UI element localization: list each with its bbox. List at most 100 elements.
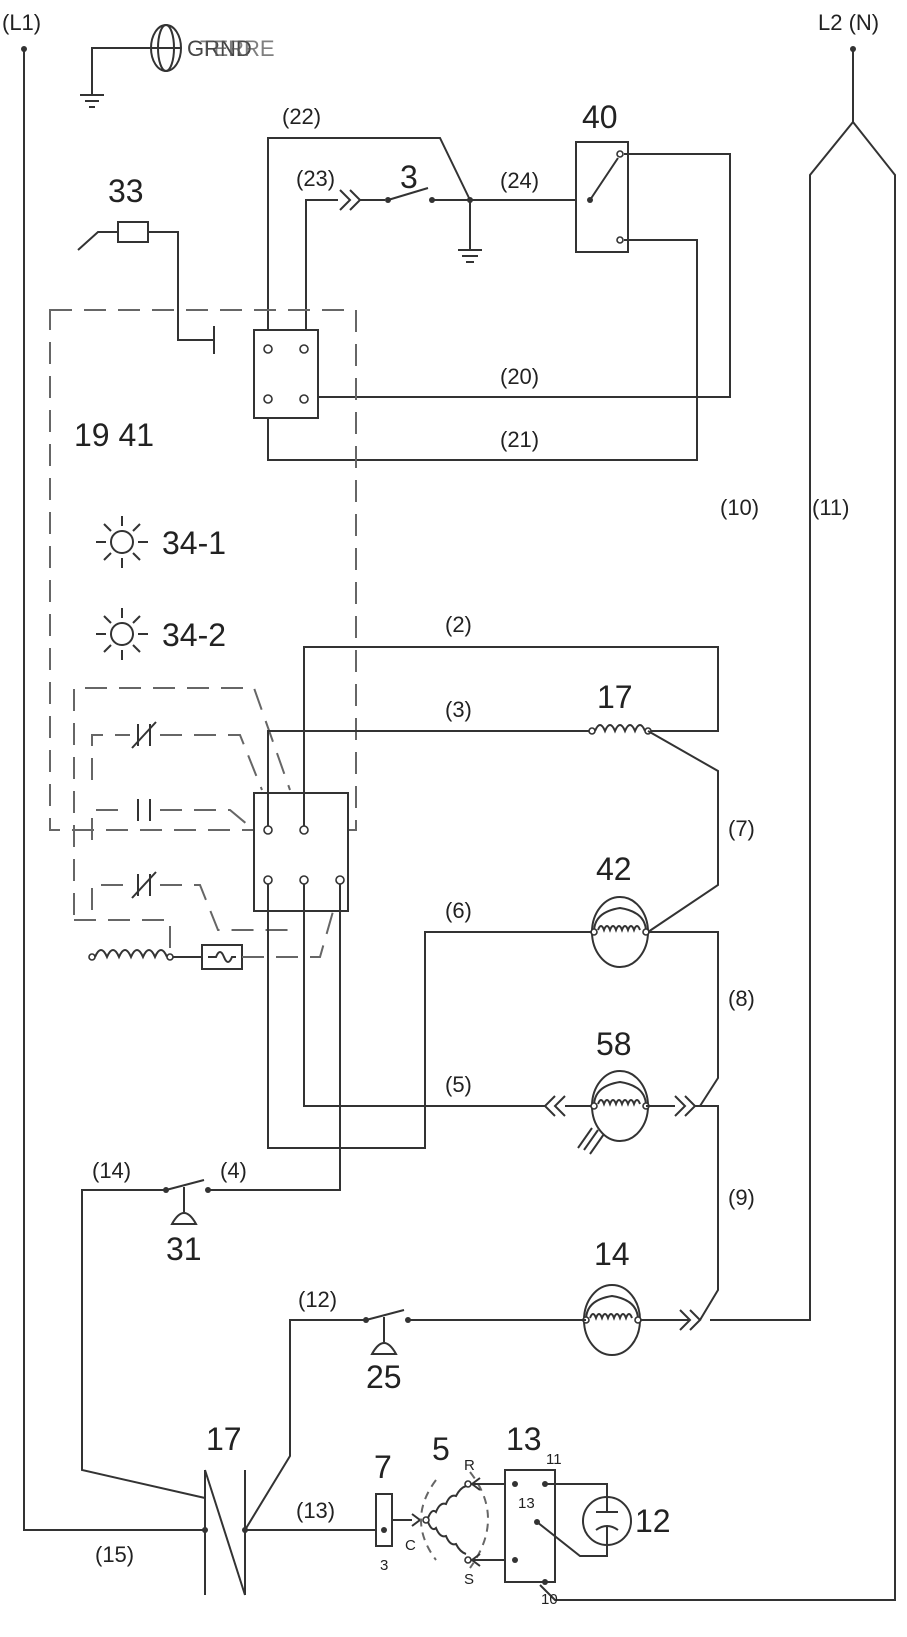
relay-40-contact <box>589 157 619 201</box>
wire-label-15: (15) <box>95 1542 134 1567</box>
coil-17-top <box>588 724 652 735</box>
connector-23 <box>339 189 362 211</box>
motor-5-s-label: S <box>464 1571 474 1588</box>
module-19-41-border <box>49 309 357 831</box>
module-label: 19 41 <box>74 417 154 453</box>
lamp-34-2-label: 34-2 <box>162 617 226 653</box>
wire-l1 <box>23 49 205 1531</box>
wire-label-24: (24) <box>500 168 539 193</box>
capacitor-12-label: 12 <box>635 1503 671 1539</box>
wire-label-2: (2) <box>445 612 472 637</box>
wire-label-11: (11) <box>812 495 850 520</box>
wire-8 <box>648 931 719 1107</box>
wire-5 <box>303 884 545 1107</box>
relay-contact-no <box>91 799 255 840</box>
ground-symbol-2 <box>458 200 482 263</box>
relay-coil <box>88 949 202 961</box>
connector-14 <box>679 1309 702 1331</box>
lamp-34-1-label: 34-1 <box>162 525 226 561</box>
mcb-t3 <box>263 875 273 885</box>
wire-label-6: (6) <box>445 898 472 923</box>
lamp-34-2-icon <box>96 608 148 660</box>
wire-label-9: (9) <box>728 1185 755 1210</box>
wire-label-7: (7) <box>728 816 755 841</box>
heater-element <box>201 944 243 970</box>
relay-13-t10 <box>542 1579 548 1585</box>
switch-25 <box>363 1309 411 1355</box>
part-7-term <box>381 1527 387 1533</box>
wire-23 <box>305 199 338 345</box>
mcb-t2 <box>299 825 309 835</box>
wire-cap-top <box>545 1483 608 1498</box>
wire-10 <box>710 121 854 1321</box>
wire-label-12: (12) <box>298 1287 337 1312</box>
connector-s <box>470 1553 505 1567</box>
relay-linkage-dashed <box>73 687 291 915</box>
relay-13-t11-label: 11 <box>546 1451 562 1468</box>
wire-14 <box>81 1189 206 1499</box>
switch-3 <box>385 187 435 203</box>
wire-label-8: (8) <box>728 986 755 1011</box>
relay-13-t-s <box>512 1557 518 1563</box>
wire-4 <box>208 884 341 1191</box>
part-7-label: 7 <box>374 1449 392 1485</box>
relay-40-term-top <box>616 150 624 158</box>
capacitor-12 <box>582 1496 632 1546</box>
wire-label-21: (21) <box>500 427 539 452</box>
l2-label: L2 (N) <box>818 10 879 35</box>
wire-label-13: (13) <box>296 1498 335 1523</box>
ground-text-terre: TERRE <box>200 36 275 61</box>
relay-contact-nc-2 <box>91 871 296 931</box>
wire-label-3: (3) <box>445 697 472 722</box>
module-connector-t4 <box>299 394 309 404</box>
wire-20 <box>316 153 731 398</box>
wire-cap-bot <box>536 1521 608 1557</box>
wire-6 <box>267 884 592 1149</box>
motor-58 <box>577 1070 650 1155</box>
connector-5 <box>543 1095 566 1117</box>
motor-5-c-label: C <box>405 1537 416 1554</box>
lamp-34-1-icon <box>96 516 148 568</box>
relay-13-t-r <box>512 1481 518 1487</box>
wire-22 <box>267 137 471 345</box>
connector-c <box>411 1513 422 1527</box>
connector-r <box>470 1477 505 1491</box>
part-7-term-label: 3 <box>380 1557 388 1574</box>
wire-2 <box>303 646 719 826</box>
relay-13-label: 13 <box>506 1421 542 1457</box>
relay-13-t10-label: 10 <box>541 1591 558 1608</box>
module-connector-t1 <box>263 344 273 354</box>
switch-3-label: 3 <box>400 159 418 195</box>
wire-label-23: (23) <box>296 166 335 191</box>
motor-5 <box>420 1471 489 1569</box>
module-connector-t3 <box>263 394 273 404</box>
motor-5-r-label: R <box>464 1457 475 1474</box>
module-connector-top <box>253 329 319 419</box>
relay-40-box <box>575 141 629 253</box>
wire-label-20: (20) <box>500 364 539 389</box>
wire-label-22: (22) <box>282 104 321 129</box>
part-33-label: 33 <box>108 173 144 209</box>
wire-label-10: (10) <box>720 495 759 520</box>
wire-3 <box>267 730 590 826</box>
mcb-t1 <box>263 825 273 835</box>
contact-17-bottom <box>202 1469 248 1596</box>
coil-17-top-label: 17 <box>597 679 633 715</box>
mcb-t4 <box>299 875 309 885</box>
relay-13-t13-label: 13 <box>518 1495 535 1512</box>
switch-31 <box>163 1179 211 1225</box>
part-7-box <box>375 1493 393 1547</box>
wire-label-4: (4) <box>220 1158 247 1183</box>
ground-text-grnd: GRND <box>187 36 252 61</box>
module-connector-t2 <box>299 344 309 354</box>
wire-label-14: (14) <box>92 1158 131 1183</box>
motor-58-label: 58 <box>596 1026 632 1062</box>
wire-9 <box>695 1105 719 1321</box>
contact-17-bottom-label: 17 <box>206 1421 242 1457</box>
motor-5-label: 5 <box>432 1431 450 1467</box>
wire-12 <box>244 1319 366 1531</box>
module-connector-bottom <box>253 792 349 912</box>
motor-14-label: 14 <box>594 1236 630 1272</box>
relay-13-box <box>504 1469 556 1583</box>
